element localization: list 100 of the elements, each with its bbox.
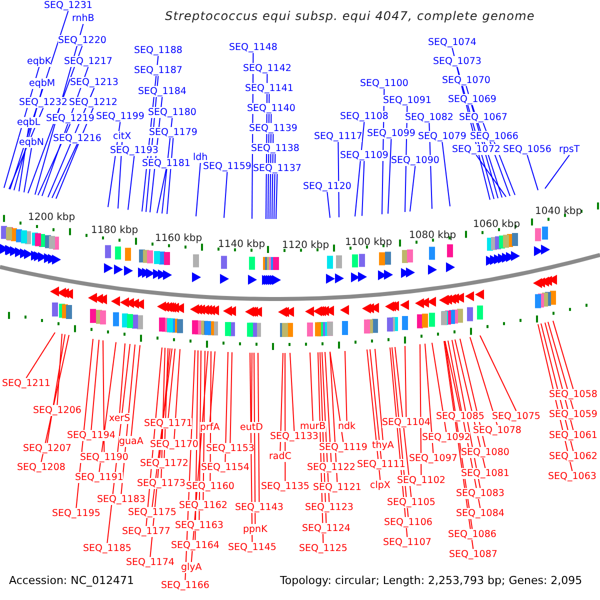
gene-label: prfA [200, 422, 220, 433]
gene-label: SEQ_1133 [270, 431, 318, 442]
leader-line [544, 154, 570, 190]
gene-label: SEQ_1066 [470, 131, 518, 142]
leader-line [251, 352, 252, 422]
gene-label: SEQ_1154 [201, 462, 250, 473]
gene-label: citX [113, 131, 132, 142]
gene-label: SEQ_1211 [2, 378, 50, 389]
leader-line [258, 352, 260, 502]
gene-label: SEQ_1073 [433, 56, 482, 67]
gene-label: SEQ_1193 [110, 145, 158, 156]
gene-label: SEQ_1212 [69, 97, 118, 108]
gene-label: glyA [181, 562, 202, 573]
gene-label: SEQ_1172 [140, 458, 188, 469]
scale-label: 1100 kbp [345, 237, 392, 249]
gene-label: SEQ_1117 [314, 131, 362, 142]
gene-label: SEQ_1074 [428, 37, 476, 48]
gene-label: SEQ_1187 [134, 65, 182, 76]
gene-label: SEQ_1143 [235, 502, 284, 513]
gene-label: SEQ_1082 [405, 112, 454, 123]
scale-label: 1060 kbp [473, 219, 520, 231]
leader-line [254, 352, 256, 524]
gene-label: SEQ_1120 [303, 181, 352, 192]
gene-label: SEQ_1232 [19, 97, 68, 108]
gene-label: SEQ_1173 [137, 478, 186, 489]
gene-label: SEQ_1195 [52, 508, 100, 519]
gene-label: eqbM [29, 78, 56, 89]
gene-label: radC [269, 451, 292, 462]
gene-label: SEQ_1069 [448, 94, 496, 105]
gene-label: SEQ_1175 [128, 507, 176, 518]
scale-label: 1120 kbp [282, 240, 330, 252]
gene-label: SEQ_1109 [340, 150, 388, 161]
leader-line [338, 142, 340, 218]
gene-label: SEQ_1062 [549, 451, 598, 462]
gene-label: SEQ_1102 [397, 475, 446, 486]
gene-label: SEQ_1142 [243, 63, 292, 74]
gene-label: SEQ_1185 [83, 543, 132, 554]
gene-label: SEQ_1191 [75, 472, 124, 483]
gene-label: ppnK [243, 524, 268, 535]
gene-label: SEQ_1087 [449, 549, 498, 560]
gene-label: SEQ_1188 [134, 45, 182, 56]
leader-line [280, 352, 284, 452]
gene-label: SEQ_1180 [148, 107, 196, 118]
leader-line [46, 334, 66, 444]
leader-line [424, 343, 434, 454]
gene-label: SEQ_1058 [549, 389, 598, 400]
gene-label: murB [300, 421, 326, 432]
gene-label: SEQ_1067 [459, 112, 508, 123]
gene-label: SEQ_1164 [171, 540, 220, 551]
gene-label: SEQ_1075 [492, 411, 540, 422]
gene-label: SEQ_1153 [206, 443, 254, 454]
leader-line [552, 320, 574, 390]
gene-label: eqbL [17, 117, 40, 128]
leader-line [444, 340, 461, 412]
scale-label: 1080 kbp [409, 230, 456, 242]
leader-line [310, 352, 314, 422]
gene-label: SEQ_1123 [305, 502, 354, 513]
gene-label: SEQ_1199 [96, 111, 144, 122]
gene-label: SEQ_1063 [548, 471, 596, 482]
gene-label: SEQ_1125 [299, 543, 348, 554]
gene-label: SEQ_1170 [150, 439, 198, 450]
leader-line [324, 352, 332, 462]
gene-label: xerS [109, 413, 130, 424]
gene-label: eqbK [27, 56, 52, 67]
leader-line [410, 166, 416, 212]
gene-label: SEQ_1162 [179, 500, 228, 511]
gene-label: SEQ_1106 [384, 517, 432, 528]
gene-label: SEQ_1122 [307, 462, 356, 473]
leader-line [102, 340, 105, 452]
gene-label: SEQ_1163 [175, 520, 224, 531]
gene-label: SEQ_1141 [245, 83, 294, 94]
leader-line [344, 350, 348, 422]
leader-line [394, 346, 412, 498]
leader-line [174, 348, 180, 440]
footer-text: Accession: NC_012471 [9, 574, 134, 587]
gene-label: SEQ_1080 [461, 447, 510, 458]
gene-label: SEQ_1160 [186, 481, 234, 492]
scale-label: 1140 kbp [218, 239, 266, 251]
gene-label: SEQ_1099 [367, 128, 416, 139]
gene-label: ndk [338, 421, 356, 432]
gene-label: SEQ_1090 [391, 155, 440, 166]
gene-label: SEQ_1181 [142, 158, 190, 169]
leader-line [480, 335, 517, 412]
gene-label: eqbN [19, 137, 44, 148]
gene-label: SEQ_1124 [302, 523, 350, 534]
leader-line [526, 154, 538, 191]
leader-line [166, 138, 174, 214]
gene-label: SEQ_1216 [53, 133, 102, 144]
gene-label: SEQ_1119 [319, 442, 368, 453]
gene-label: guaA [119, 436, 144, 447]
leader-line [26, 332, 56, 378]
gene-label: SEQ_1084 [456, 508, 504, 519]
gene-label: SEQ_1184 [138, 86, 186, 97]
gene-label: SEQ_1207 [23, 443, 72, 454]
leader-line [432, 342, 447, 432]
gene-label: SEQ_1206 [33, 405, 82, 416]
leader-line [230, 352, 232, 444]
gene-label: SEQ_1059 [549, 409, 598, 420]
leader-line [168, 348, 176, 418]
leader-line [354, 122, 365, 217]
